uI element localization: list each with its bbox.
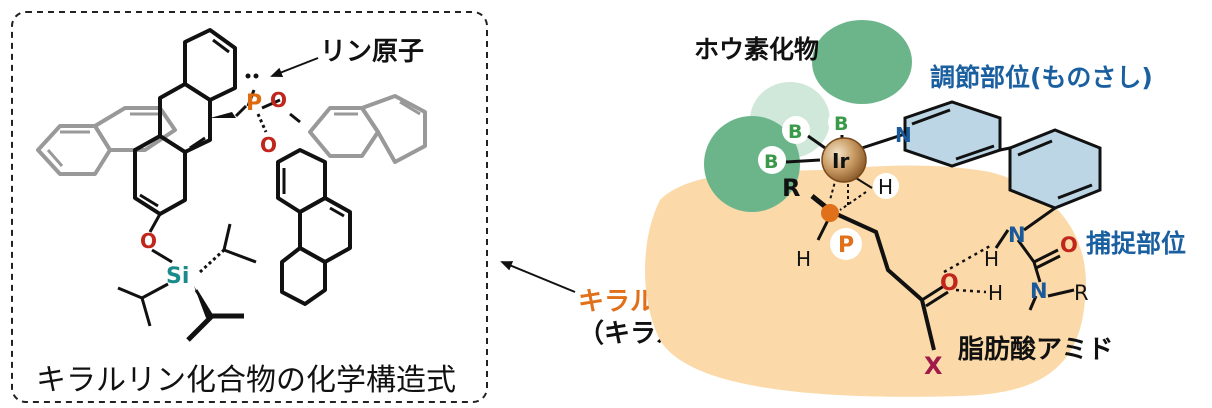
- atom-phosphorus-right: P: [838, 233, 854, 258]
- naphthalene-lower-right: [276, 148, 352, 306]
- atom-oxygen-1: O: [270, 88, 287, 112]
- fatty-acid-amide-label: 脂肪酸アミド: [958, 335, 1113, 365]
- atom-boron-1: B: [834, 113, 848, 135]
- dashed-frame: [11, 11, 488, 403]
- atom-oxygen-urea: O: [1060, 233, 1078, 257]
- chiral-phosphorus-marker: [821, 204, 839, 222]
- atom-nitrogen-urea-2: N: [1030, 279, 1048, 303]
- phosphorus-label: リン原子: [320, 37, 424, 67]
- atom-hydrogen-2: H: [796, 247, 811, 271]
- atom-x-group: X: [924, 352, 943, 380]
- atom-boron-3: B: [764, 151, 778, 173]
- atom-phosphorus: P: [246, 91, 262, 116]
- right-panel: B B B Ir N R H P H N H O N H R O X ホウ素化物…: [645, 20, 1186, 397]
- naphthalene-right: [308, 94, 427, 164]
- atom-iridium: Ir: [832, 149, 849, 173]
- phosphorus-pointer-arrow: [270, 57, 319, 78]
- naphthalene-left: [36, 106, 177, 176]
- pyridine-ring: [903, 100, 1002, 168]
- atom-hydrogen-urea-2: H: [988, 281, 1003, 305]
- boron-blob-top: [812, 20, 912, 104]
- left-panel: P O O O Si リン原子 キラルリン化合物の化学構造式: [11, 11, 488, 403]
- atom-boron-2: B: [788, 121, 802, 143]
- atom-r-group-2: R: [1074, 281, 1089, 305]
- benzene-ring: [1008, 128, 1102, 210]
- atom-r-group-1: R: [782, 174, 800, 202]
- regulator-site-label: 調節部位(ものさし): [930, 63, 1153, 92]
- atom-silicon: Si: [166, 264, 189, 289]
- boron-compound-label: ホウ素化物: [694, 35, 819, 64]
- atom-oxygen-amide: O: [940, 271, 959, 296]
- atom-nitrogen-pyridine: N: [895, 123, 912, 147]
- atom-oxygen-3: O: [140, 229, 157, 253]
- atom-oxygen-2: O: [260, 133, 277, 157]
- connector-arrow: [500, 261, 576, 293]
- atom-hydrogen-urea-1: H: [984, 247, 999, 271]
- capture-site-label: 捕捉部位: [1086, 229, 1186, 258]
- atom-nitrogen-urea-1: N: [1008, 223, 1026, 247]
- naphthalene-center: [133, 28, 237, 216]
- boron-blob-left: [704, 116, 800, 212]
- structure-caption: キラルリン化合物の化学構造式: [36, 363, 456, 398]
- iridium-sphere: [821, 137, 867, 183]
- chiral-region-blob: [645, 165, 1086, 397]
- atom-hydrogen-1: H: [878, 175, 893, 199]
